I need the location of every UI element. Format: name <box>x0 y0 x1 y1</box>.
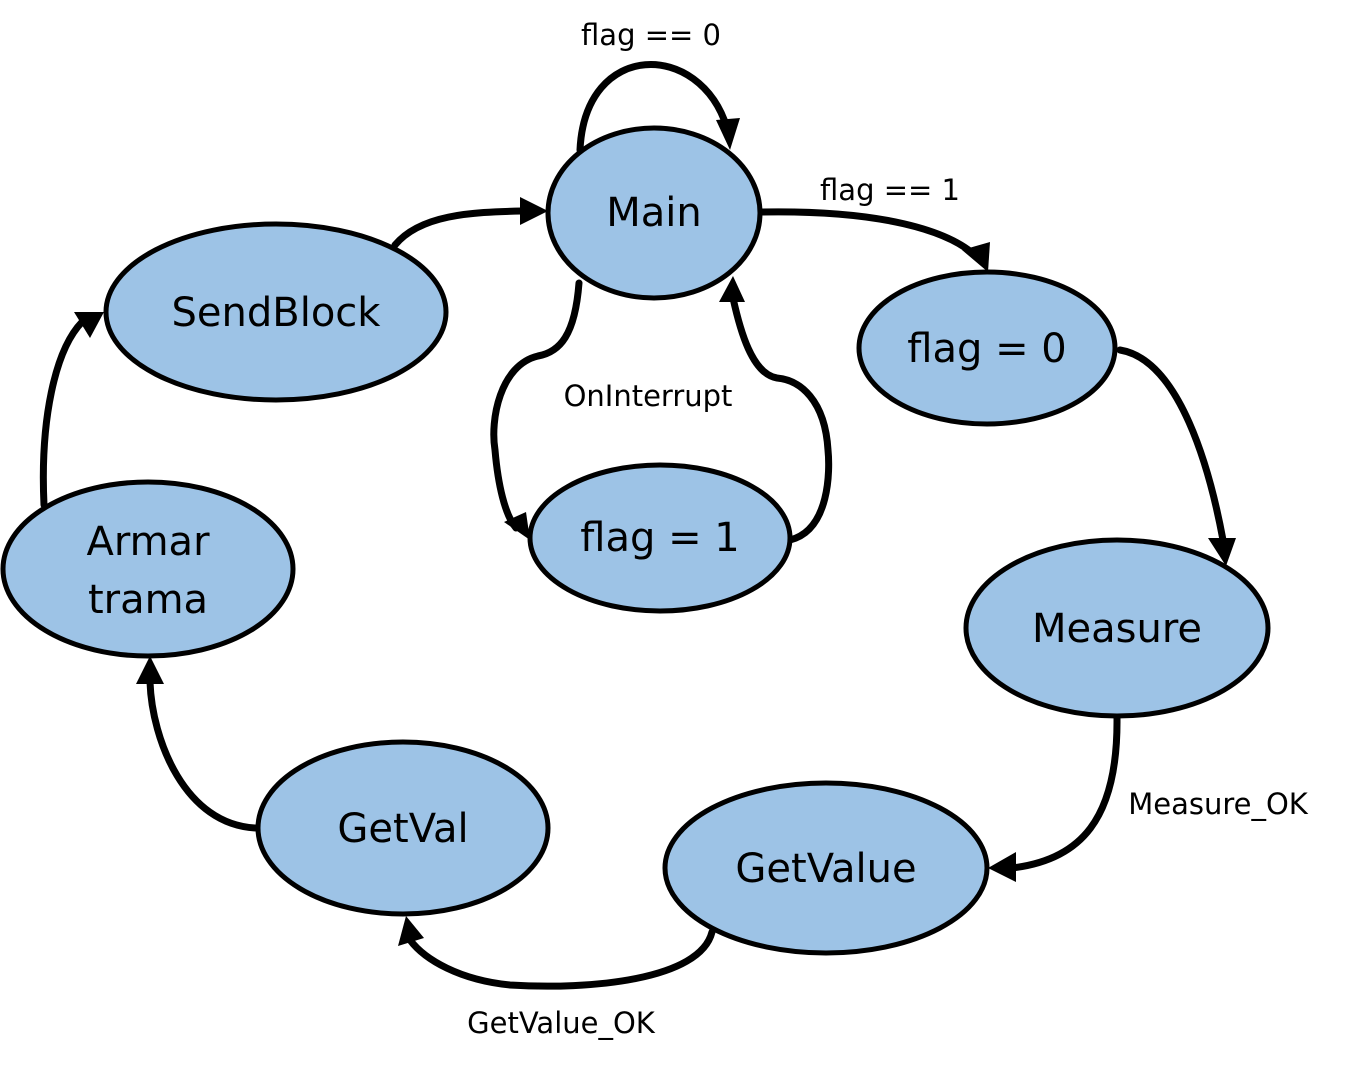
arrowhead-main-self-loop <box>716 118 740 150</box>
state-flag-set-label: flag = 1 <box>580 515 740 561</box>
state-main-label: Main <box>606 190 702 236</box>
arrowhead-get-val-to-armar-trama <box>136 656 164 684</box>
edge-label-main-to-flag-reset: flag == 1 <box>820 173 960 207</box>
state-armar-trama: Armar trama <box>0 479 296 659</box>
state-get-value-label: GetValue <box>735 846 916 892</box>
edge-main-to-flag-set <box>490 279 583 532</box>
state-armar-trama-label-line2: trama <box>88 577 208 623</box>
arrowhead-flag-set-to-main <box>719 276 745 302</box>
arrowhead-main-to-flag-reset <box>962 242 990 272</box>
edge-armar-trama-to-send-block <box>39 318 86 509</box>
arrowhead-flag-reset-to-measure <box>1208 538 1236 566</box>
edge-flag-set-to-main <box>729 294 833 544</box>
state-send-block-label: SendBlock <box>172 290 382 336</box>
edge-main-to-flag-reset <box>758 208 982 262</box>
arrowhead-get-value-to-get-val <box>398 916 424 946</box>
arrowhead-send-block-to-main <box>520 197 548 225</box>
state-send-block: SendBlock <box>103 221 449 403</box>
edge-main-self-loop <box>576 61 731 154</box>
edge-label-measure-ok: Measure_OK <box>1128 787 1309 821</box>
state-flag-reset-label: flag = 0 <box>907 326 1067 372</box>
state-get-val: GetVal <box>255 739 551 917</box>
arrowhead-main-to-flag-set <box>504 512 530 540</box>
state-measure: Measure <box>963 537 1271 719</box>
state-get-value: GetValue <box>662 780 990 956</box>
edge-get-value-to-get-val <box>406 928 716 990</box>
edge-label-get-value-ok: GetValue_OK <box>467 1006 656 1040</box>
arrowhead-armar-trama-to-send-block <box>74 312 104 338</box>
edge-label-interrupt: OnInterrupt <box>564 379 733 413</box>
edge-get-val-to-armar-trama <box>146 678 260 832</box>
state-get-val-label: GetVal <box>337 806 468 852</box>
state-measure-label: Measure <box>1032 606 1202 652</box>
arrowhead-measure-to-get-value <box>988 852 1016 882</box>
state-flag-set: flag = 1 <box>527 462 793 614</box>
edge-measure-to-get-value <box>1008 714 1121 872</box>
edge-label-main-loop: flag == 0 <box>581 18 721 52</box>
state-main: Main <box>545 125 763 301</box>
state-flag-reset: flag = 0 <box>856 269 1118 427</box>
edge-send-block-to-main <box>391 207 526 249</box>
edge-flag-reset-to-measure <box>1116 346 1227 544</box>
state-armar-trama-label-line1: Armar <box>86 519 210 565</box>
